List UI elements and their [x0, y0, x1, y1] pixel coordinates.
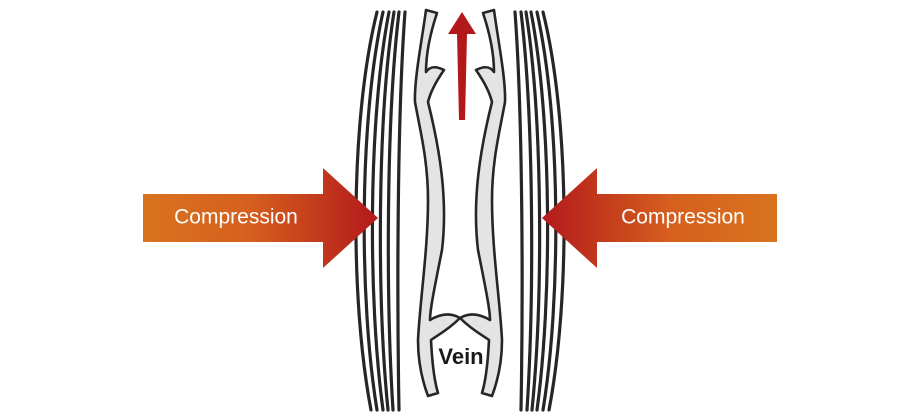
right-muscle-fiber — [529, 10, 550, 412]
upward-flow-arrow — [448, 12, 476, 120]
vein-label: Vein — [438, 344, 483, 369]
right-compression-label: Compression — [621, 206, 745, 229]
right-muscle-fiber — [519, 10, 534, 412]
left-compression-label: Compression — [174, 206, 298, 229]
vein-left-wall — [413, 8, 462, 398]
left-muscle-fiber — [370, 10, 391, 412]
right-muscle-fiber — [513, 10, 524, 412]
left-muscle-bundle — [354, 10, 407, 412]
left-arrow-shape — [143, 168, 378, 268]
right-muscle-fiber — [524, 10, 542, 412]
up-arrow-shape — [448, 12, 476, 120]
vein — [413, 8, 507, 398]
left-muscle-fiber — [386, 10, 401, 412]
left-muscle-fiber — [378, 10, 396, 412]
right-arrow-shape — [542, 168, 777, 268]
vein-right-wall — [458, 8, 507, 398]
left-muscle-fiber — [396, 10, 407, 412]
left-compression-arrow: Compression — [143, 168, 378, 268]
right-compression-arrow: Compression — [542, 168, 777, 268]
